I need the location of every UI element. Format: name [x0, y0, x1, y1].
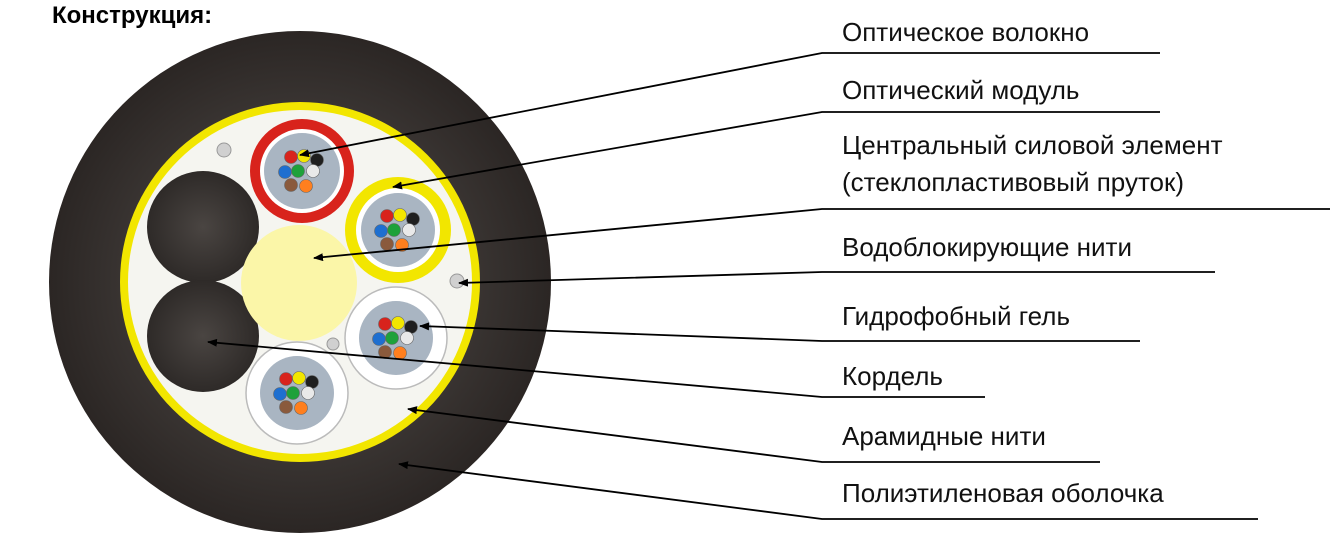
optical-fiber [279, 372, 293, 386]
water-blocking-thread [216, 142, 232, 158]
optical-fiber [378, 317, 392, 331]
optical-fiber [284, 178, 298, 192]
label-water-blocking-threads: Водоблокирующие нити [842, 232, 1132, 262]
optical-fiber [380, 209, 394, 223]
leader-sheath [398, 461, 1258, 520]
label-optical-module: Оптический модуль [842, 75, 1080, 105]
label-aramid-yarn: Арамидные нити [842, 421, 1046, 451]
leader-hydrophobic-gel [419, 322, 1140, 342]
optical-fiber [286, 386, 300, 400]
label-hydrophobic-gel: Гидрофобный гель [842, 301, 1070, 331]
optical-fiber [393, 346, 407, 360]
diagram-title: Конструкция: [52, 2, 213, 29]
optical-fiber [299, 179, 313, 193]
label-cord: Кордель [842, 361, 943, 391]
optical-fiber [291, 164, 305, 178]
cord-upper [147, 171, 259, 283]
label-central-strength-member: Центральный силовой элемент [842, 130, 1223, 160]
leader-cord [207, 338, 985, 398]
leader-optical-module [392, 111, 1160, 190]
label-central-strength-member-material: (стеклопластивовый пруток) [842, 167, 1185, 197]
optical-fiber [292, 371, 306, 385]
optical-fiber [372, 332, 386, 346]
leader-optical-fiber [299, 52, 1160, 158]
label-polyethylene-sheath: Полиэтиленовая оболочка [842, 478, 1164, 508]
leader-water-blocking [458, 271, 1215, 287]
optical-fiber [278, 165, 292, 179]
optical-fibers [273, 149, 420, 415]
optical-fiber [400, 331, 414, 345]
optical-fiber [284, 150, 298, 164]
optical-fiber [294, 401, 308, 415]
optical-fiber [306, 164, 320, 178]
optical-fiber [374, 224, 388, 238]
optical-fiber [391, 316, 405, 330]
optical-fiber [301, 386, 315, 400]
leader-aramid [407, 406, 1100, 463]
optical-fiber [273, 387, 287, 401]
leader-central-element [313, 208, 1330, 262]
optical-fiber [385, 331, 399, 345]
optical-fiber [380, 237, 394, 251]
central-strength-member [241, 225, 357, 341]
label-optical-fiber: Оптическое волокно [842, 17, 1090, 47]
optical-fiber [387, 223, 401, 237]
optical-fiber [402, 223, 416, 237]
optical-fiber [297, 149, 311, 163]
optical-fiber [395, 238, 409, 252]
cord-lower [147, 280, 259, 392]
optical-fiber [279, 400, 293, 414]
water-blocking-thread [449, 273, 465, 289]
leader-lines [207, 52, 1330, 520]
optical-fiber [393, 208, 407, 222]
water-blocking-thread [326, 337, 340, 351]
